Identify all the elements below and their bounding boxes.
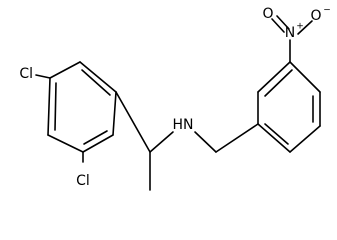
atom-nitro-n: N [285, 25, 295, 41]
bond-cl-top [35, 74, 51, 79]
bond-ring2-bottom-left-inner [264, 123, 289, 145]
bond-nitro-o-top-double [276, 15, 290, 30]
bonds [35, 15, 321, 191]
bond-ring1-right [112, 91, 117, 136]
bond-ring2-bottom-right [289, 125, 321, 153]
bond-n-to-ch2 [194, 131, 217, 153]
atom-cl-top: Cl [19, 66, 33, 82]
bond-ring1-bottom-right-inner [83, 130, 108, 145]
bond-ring1-left-inner [54, 82, 57, 131]
bond-ring1-top-right [79, 61, 117, 93]
bond-ring1-bottom-right [82, 134, 114, 153]
bond-ch2-to-ring [215, 123, 259, 153]
bond-nitro-o-right [297, 20, 313, 35]
bond-ring-to-ch [115, 91, 151, 153]
charge-nitro-o-right: − [323, 6, 331, 16]
bond-ring2-top-left [257, 61, 291, 93]
bond-ring1-top-right-inner [81, 69, 111, 96]
atom-labels: Cl Cl HN N + O O − [19, 6, 330, 190]
bond-ring2-bottom-left [257, 123, 291, 153]
atom-amine: HN [173, 117, 194, 133]
bond-ring2-top-right [289, 61, 321, 93]
bond-ch-to-n [149, 131, 174, 153]
structure-diagram: Cl Cl HN N + O O − [19, 6, 331, 191]
bond-ring1-left [47, 77, 51, 136]
bond-ring1-top-left [49, 61, 81, 79]
atom-cl-bottom: Cl [76, 173, 90, 189]
atom-nitro-o-top: O [262, 6, 273, 22]
bond-nitro-o-top [271, 18, 285, 33]
bond-ring2-top-left-inner [264, 69, 293, 97]
charge-nitro-n: + [296, 22, 304, 32]
bond-ring1-bottom-left [47, 134, 84, 153]
atom-nitro-o-right: O [310, 8, 321, 24]
